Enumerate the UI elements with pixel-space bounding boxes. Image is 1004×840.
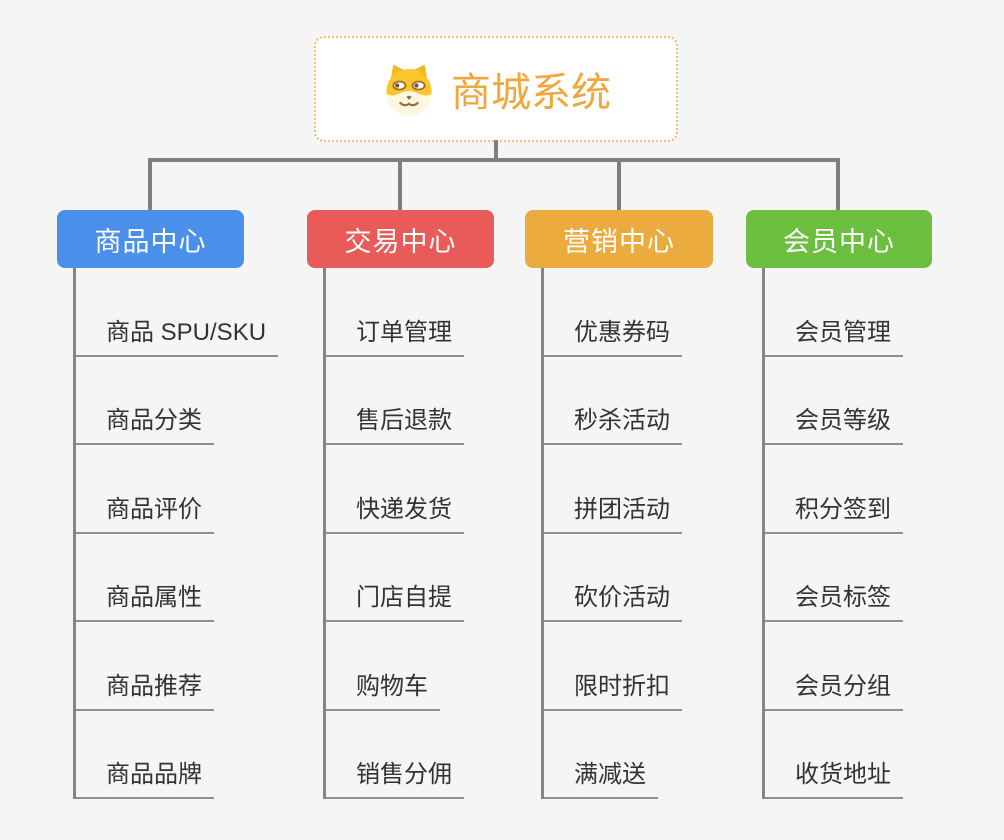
topic-node-group-buy[interactable]: 拼团活动 bbox=[544, 445, 682, 534]
topic-node-product-category[interactable]: 商品分类 bbox=[76, 357, 214, 445]
topic-node-member-group[interactable]: 会员分组 bbox=[765, 622, 903, 711]
topic-node-product-brand[interactable]: 商品品牌 bbox=[76, 711, 214, 799]
topic-node-time-discount[interactable]: 限时折扣 bbox=[544, 622, 682, 711]
topic-node-product-review[interactable]: 商品评价 bbox=[76, 445, 214, 534]
topic-node-product-attr[interactable]: 商品属性 bbox=[76, 534, 214, 622]
branch-children-product: 商品 SPU/SKU 商品分类 商品评价 商品属性 商品推荐 商品品牌 bbox=[73, 268, 279, 799]
topic-node-product-spu-sku[interactable]: 商品 SPU/SKU bbox=[76, 268, 279, 357]
topic-node-flash-sale[interactable]: 秒杀活动 bbox=[544, 357, 682, 445]
branch-children-trade: 订单管理 售后退款 快递发货 门店自提 购物车 销售分佣 bbox=[323, 268, 464, 799]
branch-node-member-center[interactable]: 会员中心 bbox=[746, 210, 932, 268]
root-node[interactable]: 商城系统 bbox=[314, 36, 678, 142]
branch-node-product-center[interactable]: 商品中心 bbox=[57, 210, 244, 268]
topic-node-points-checkin[interactable]: 积分签到 bbox=[765, 445, 903, 534]
topic-node-shopping-cart[interactable]: 购物车 bbox=[326, 622, 440, 711]
topic-node-member-tag[interactable]: 会员标签 bbox=[765, 534, 903, 622]
branch-node-marketing-center[interactable]: 营销中心 bbox=[525, 210, 713, 268]
topic-node-store-pickup[interactable]: 门店自提 bbox=[326, 534, 464, 622]
connector-drop-product bbox=[148, 158, 152, 211]
branch-children-marketing: 优惠券码 秒杀活动 拼团活动 砍价活动 限时折扣 满减送 bbox=[541, 268, 682, 799]
topic-node-bargain[interactable]: 砍价活动 bbox=[544, 534, 682, 622]
topic-node-express-delivery[interactable]: 快递发货 bbox=[326, 445, 464, 534]
branch-children-member: 会员管理 会员等级 积分签到 会员标签 会员分组 收货地址 bbox=[762, 268, 903, 799]
connector-drop-marketing bbox=[617, 158, 621, 211]
topic-node-member-management[interactable]: 会员管理 bbox=[765, 268, 903, 357]
topic-node-coupon-code[interactable]: 优惠券码 bbox=[544, 268, 682, 357]
topic-node-member-level[interactable]: 会员等级 bbox=[765, 357, 903, 445]
connector-drop-member bbox=[836, 158, 840, 211]
shiba-dog-icon bbox=[386, 64, 432, 116]
connector-root-stem bbox=[494, 140, 498, 160]
topic-node-full-reduction[interactable]: 满减送 bbox=[544, 711, 658, 799]
topic-node-sales-commission[interactable]: 销售分佣 bbox=[326, 711, 464, 799]
topic-node-shipping-address[interactable]: 收货地址 bbox=[765, 711, 903, 799]
root-title: 商城系统 bbox=[451, 71, 611, 115]
topic-node-order-management[interactable]: 订单管理 bbox=[326, 268, 464, 357]
connector-bus bbox=[148, 158, 840, 162]
connector-drop-trade bbox=[398, 158, 402, 211]
topic-node-product-recommend[interactable]: 商品推荐 bbox=[76, 622, 214, 711]
branch-node-trade-center[interactable]: 交易中心 bbox=[307, 210, 494, 268]
topic-node-after-sale-refund[interactable]: 售后退款 bbox=[326, 357, 464, 445]
